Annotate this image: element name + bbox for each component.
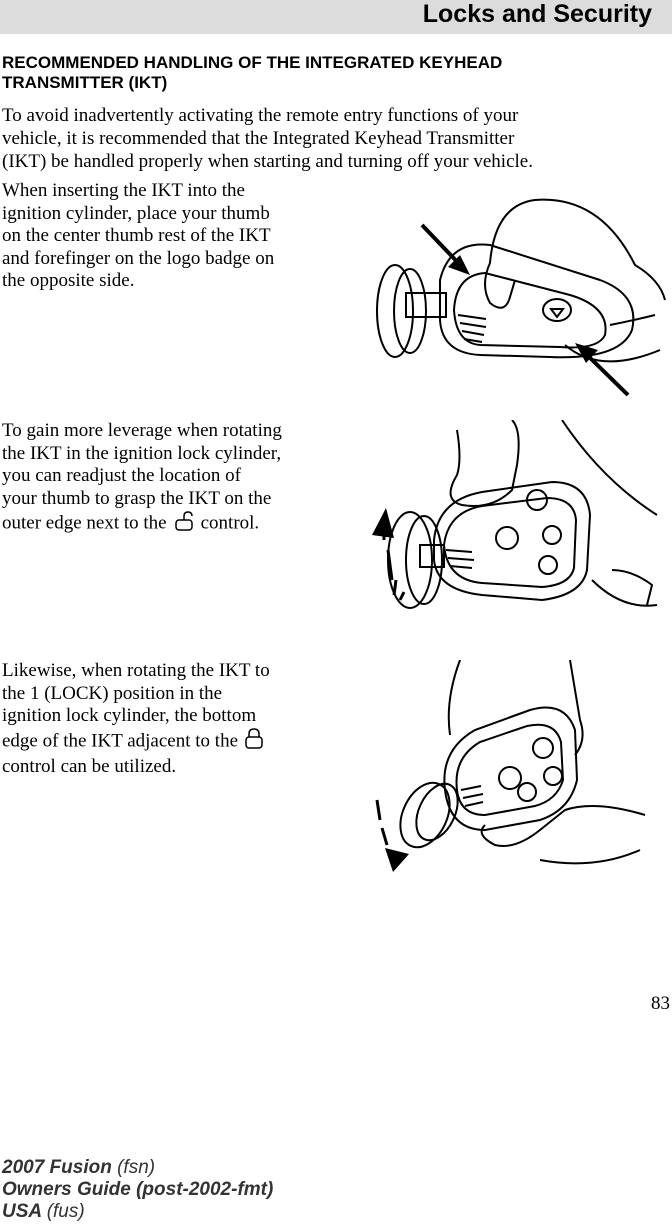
footer-region-line: USA (fus) — [2, 1201, 273, 1223]
step-line: control can be utilized. — [2, 756, 177, 777]
lock-icon — [244, 727, 264, 757]
footer-model-code: (fsn) — [117, 1157, 156, 1178]
step-1-text: When inserting the IKT into the ignition… — [2, 180, 274, 293]
step-3-text: Likewise, when rotating the IKT to the 1… — [2, 660, 270, 779]
unlock-icon — [173, 510, 195, 539]
step-line: the 1 (LOCK) position in the — [2, 682, 223, 704]
header-bar — [0, 0, 672, 34]
footer-region-code: (fus) — [46, 1201, 85, 1222]
step-line: the IKT in the ignition lock cylinder, — [2, 442, 282, 464]
step-line: your thumb to grasp the IKT on the — [2, 487, 272, 509]
section-heading: RECOMMENDED HANDLING OF THE INTEGRATED K… — [2, 53, 662, 93]
step-line-part: control. — [200, 512, 260, 534]
page-section-title: Locks and Security — [422, 0, 652, 28]
footer-guide: Owners Guide (post-2002-fmt) — [2, 1179, 274, 1200]
intro-line: (IKT) be handled properly when starting … — [2, 151, 533, 172]
footer: 2007 Fusion (fsn) Owners Guide (post-200… — [2, 1157, 273, 1223]
page-number: 83 — [651, 993, 670, 1014]
figure-rotate-lock-illustration — [375, 660, 646, 872]
step-line: To gain more leverage when rotating — [2, 420, 282, 441]
step-line: you can readjust the location of — [2, 465, 242, 486]
figure-insert-key-illustration — [376, 198, 666, 397]
intro-line: To avoid inadvertently activating the re… — [2, 105, 519, 126]
figure-rotate-unlock-illustration — [372, 420, 658, 609]
step-2-text: To gain more leverage when rotating the … — [2, 420, 282, 539]
step-line: ignition lock cylinder, the bottom — [2, 705, 257, 726]
intro-paragraph: To avoid inadvertently activating the re… — [2, 104, 662, 173]
footer-model: 2007 Fusion — [2, 1157, 112, 1178]
intro-line: vehicle, it is recommended that the Inte… — [2, 128, 515, 149]
step-line: When inserting the IKT into the — [2, 180, 245, 201]
footer-region: USA — [2, 1201, 42, 1222]
heading-line: RECOMMENDED HANDLING OF THE INTEGRATED K… — [2, 53, 503, 72]
step-line: outer edge next to the control. — [2, 510, 282, 539]
step-line: the opposite side. — [2, 270, 135, 291]
step-line: edge of the IKT adjacent to the — [2, 727, 270, 757]
step-line: and forefinger on the logo badge on — [2, 247, 275, 269]
step-line: on the center thumb rest of the IKT — [2, 225, 271, 246]
step-line-part: outer edge next to the — [2, 512, 167, 534]
heading-line: TRANSMITTER (IKT) — [2, 73, 168, 92]
step-line-part: edge of the IKT adjacent to the — [2, 730, 238, 752]
step-line: ignition cylinder, place your thumb — [2, 202, 270, 224]
step-line: Likewise, when rotating the IKT to — [2, 660, 270, 681]
footer-model-line: 2007 Fusion (fsn) — [2, 1157, 273, 1179]
